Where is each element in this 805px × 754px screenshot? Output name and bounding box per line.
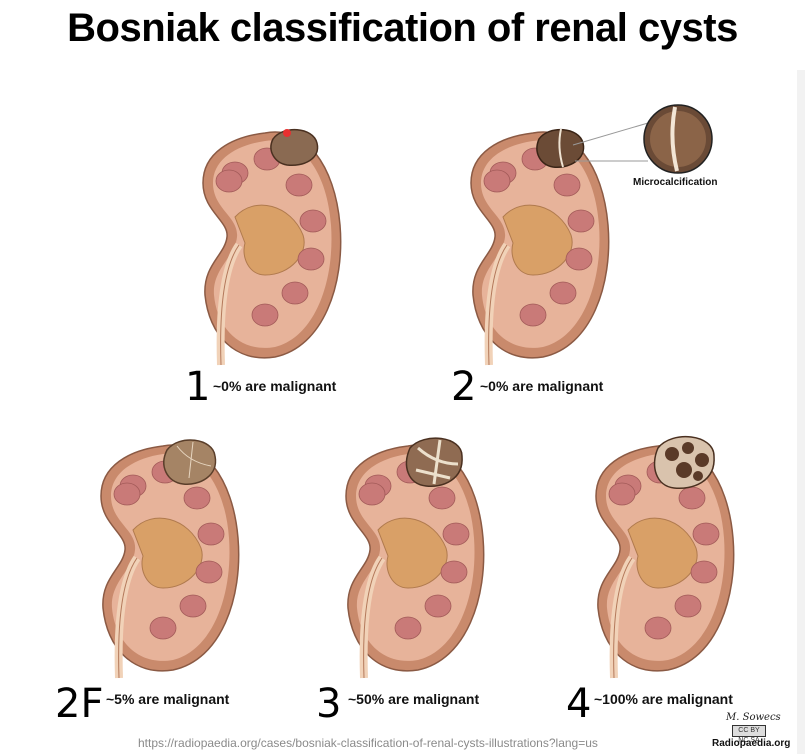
renal-pyramid <box>195 560 223 584</box>
renal-pyramid <box>428 486 456 510</box>
panel-grade-1: 1 ~0% are malignant <box>185 125 445 407</box>
renal-pyramid <box>179 594 207 618</box>
malignancy-percent: ~0% are malignant <box>480 378 604 394</box>
renal-pyramid <box>113 482 141 506</box>
radiopaedia-logo: M. Sowecs CC BY NC SA Radiopaedia.org <box>710 712 800 752</box>
renal-pyramid <box>678 486 706 510</box>
source-url: https://radiopaedia.org/cases/bosniak-cl… <box>138 736 598 750</box>
cyst-locule <box>676 462 692 478</box>
renal-pyramid <box>549 281 577 305</box>
renal-pyramid <box>519 303 547 327</box>
renal-pyramid <box>281 281 309 305</box>
malignancy-percent: ~5% are malignant <box>106 691 230 707</box>
cyst <box>163 439 217 485</box>
grade-label: 2 <box>451 364 477 410</box>
panel-grade-2: Microcalcification 2 ~0% are malignant <box>451 104 793 407</box>
renal-pyramid <box>567 209 595 233</box>
renal-pyramid <box>358 482 386 506</box>
kidney-illustration <box>345 437 485 679</box>
septation <box>176 441 212 479</box>
radiopaedia-name: Radiopaedia.org <box>712 738 791 749</box>
malignancy-percent: ~50% are malignant <box>348 691 480 707</box>
renal-pyramid <box>608 482 636 506</box>
cyst <box>270 129 319 167</box>
ureter-outline <box>363 557 383 679</box>
renal-pyramid <box>692 522 720 546</box>
renal-pyramid <box>297 247 325 271</box>
panel-grade-4: 4 ~100% are malignant <box>566 435 788 724</box>
renal-pyramid <box>183 486 211 510</box>
malignancy-percent: ~100% are malignant <box>594 691 733 707</box>
renal-pyramid <box>197 522 225 546</box>
renal-pyramid <box>251 303 279 327</box>
renal-pyramid <box>483 169 511 193</box>
cursor-dot <box>283 129 291 137</box>
renal-pyramid <box>285 173 313 197</box>
author-signature: M. Sowecs <box>726 712 781 723</box>
grade-label: 2F <box>55 681 104 727</box>
renal-pyramid <box>674 594 702 618</box>
renal-pyramid <box>299 209 327 233</box>
kidney-illustration <box>202 129 342 366</box>
microcalcification-callout <box>572 104 713 174</box>
renal-pyramid <box>442 522 470 546</box>
kidney-illustration <box>100 439 240 679</box>
grade-label: 1 <box>185 364 211 410</box>
thick-septa <box>415 439 459 485</box>
panel-grade-2f: 2F ~5% are malignant <box>55 438 313 724</box>
ureter-outline <box>613 557 633 679</box>
renal-pyramid <box>644 616 672 640</box>
malignancy-percent: ~0% are malignant <box>213 378 337 394</box>
ureter-outline <box>118 557 138 679</box>
cyst-locule <box>682 442 694 454</box>
renal-pyramid <box>424 594 452 618</box>
ureter-outline <box>220 244 240 366</box>
microcalcification-label: Microcalcification <box>633 177 718 188</box>
kidney-illustration <box>595 435 735 679</box>
panel-grade-3: 3 ~50% are malignant <box>316 437 558 724</box>
renal-pyramid <box>440 560 468 584</box>
cyst-locule <box>665 447 679 461</box>
renal-pyramid <box>215 169 243 193</box>
renal-pyramid <box>690 560 718 584</box>
kidney-illustration <box>470 128 610 366</box>
ureter-outline <box>488 244 508 366</box>
cc-license-badge: CC BY NC SA <box>732 725 766 744</box>
renal-pyramid <box>553 173 581 197</box>
renal-pyramid <box>394 616 422 640</box>
renal-pyramid <box>565 247 593 271</box>
right-edge-strip <box>797 70 805 754</box>
page-title: Bosniak classification of renal cysts <box>67 6 738 50</box>
renal-pyramid <box>149 616 177 640</box>
cyst-locule <box>693 471 703 481</box>
grade-label: 4 <box>566 681 592 727</box>
grade-label: 3 <box>316 681 342 727</box>
cyst-locule <box>695 453 709 467</box>
calcification-line <box>558 128 564 168</box>
